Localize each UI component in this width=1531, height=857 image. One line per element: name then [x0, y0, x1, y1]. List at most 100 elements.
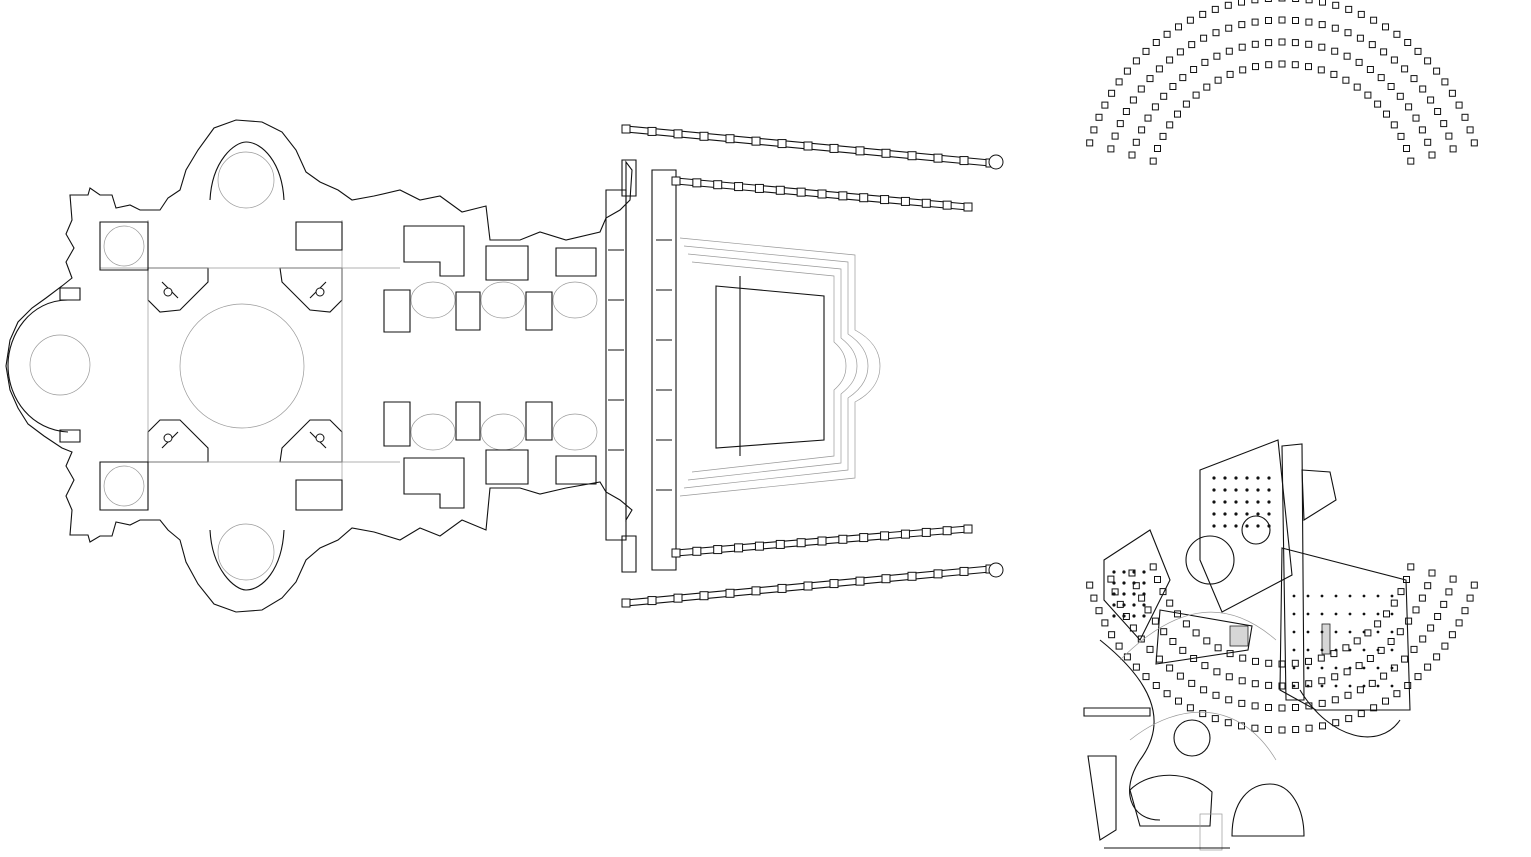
colonnade-column: [1224, 1, 1232, 9]
colonnade-pilaster: [775, 539, 785, 549]
colonnade-pilaster: [817, 536, 827, 546]
grid-column-dot: [1334, 666, 1338, 670]
colonnade-column: [1370, 704, 1378, 712]
colonnade-column: [1387, 83, 1395, 90]
colonnade-column: [1382, 23, 1389, 31]
colonnade-column: [1405, 617, 1413, 625]
piazza-steps-outline: [691, 261, 847, 473]
curving-path: [1299, 689, 1401, 738]
colonnade-column: [1155, 655, 1163, 663]
colonnade-pilaster: [692, 178, 702, 188]
colonnade-column: [1264, 726, 1272, 733]
colonnade-column: [1412, 606, 1420, 614]
colonnade-column: [1095, 113, 1103, 121]
colonnade-column: [1212, 691, 1220, 699]
aisle-dome: [410, 413, 456, 451]
colonnade-column: [1265, 39, 1273, 47]
grid-column-dot: [1234, 512, 1238, 516]
grid-column-dot: [1320, 630, 1324, 634]
rotunda: [1185, 535, 1235, 585]
colonnade-column: [1342, 644, 1350, 652]
colonnade-column: [1318, 43, 1326, 51]
colonnade-column: [1319, 722, 1326, 730]
colonnade-pilaster: [796, 538, 806, 548]
grid-column-dot: [1267, 488, 1271, 492]
colonnade-column: [1108, 631, 1116, 639]
grid-column-dot: [1132, 603, 1136, 607]
grid-column-dot: [1334, 648, 1338, 652]
colonnade-column: [1129, 624, 1137, 632]
grid-column-dot: [1112, 581, 1116, 585]
colonnade-column: [1291, 61, 1299, 69]
grid-column-dot: [1362, 666, 1366, 670]
colonnade-column: [1357, 10, 1365, 18]
facade-pilasters: [608, 239, 672, 491]
colonnade-column: [1366, 655, 1374, 662]
grid-column-dot: [1122, 614, 1126, 618]
colonnade-column: [1201, 58, 1209, 66]
grid-column-dot: [1212, 500, 1216, 504]
colonnade-column: [1383, 610, 1390, 618]
bottom-volume: [1231, 783, 1305, 837]
colonnade-column: [1292, 726, 1300, 733]
colonnade-column: [1278, 38, 1286, 46]
colonnade-pilaster: [838, 191, 848, 201]
colonnade-column: [1251, 18, 1259, 26]
colonnade-column: [1159, 132, 1167, 140]
colonnade-pilaster: [855, 146, 865, 156]
colonnade-column: [1152, 39, 1160, 46]
colonnade-column: [1427, 624, 1435, 632]
colonnade-pilaster: [817, 189, 827, 199]
colonnade-column: [1396, 92, 1404, 100]
colonnade-column: [1251, 40, 1259, 48]
colonnade-column: [1448, 89, 1456, 97]
colonnade-column: [1404, 682, 1412, 689]
grid-column-dot: [1362, 594, 1366, 598]
colonnade-column: [1318, 677, 1326, 685]
colonnade-column: [1403, 145, 1410, 152]
chapel-dome: [103, 465, 145, 507]
colonnade-column: [1461, 607, 1469, 615]
colonnade-column: [1142, 47, 1150, 55]
colonnade-column: [1278, 0, 1286, 2]
colonnade-column: [1225, 673, 1233, 681]
colonnade-column: [1364, 91, 1372, 99]
colonnade-column: [1305, 40, 1313, 48]
corner-chapel-walls: [99, 221, 343, 511]
colonnade-column: [1176, 672, 1184, 680]
colonnade-column: [1291, 659, 1299, 667]
colonnade-column: [1137, 85, 1145, 93]
grid-column-dot: [1267, 500, 1271, 504]
colonnade-pilaster: [671, 176, 681, 186]
grid-column-dot: [1234, 500, 1238, 504]
grid-column-dot: [1348, 684, 1352, 688]
grid-column-dot: [1112, 570, 1116, 574]
colonnade-column: [1225, 696, 1233, 704]
grid-column-dot: [1267, 476, 1271, 480]
colonnade-column: [1278, 16, 1286, 24]
colonnade-column: [1146, 645, 1154, 653]
grid-column-dot: [1376, 594, 1380, 598]
colonnade-column: [1440, 120, 1448, 128]
colonnade-column: [1192, 91, 1200, 99]
colonnade-column: [1251, 0, 1259, 4]
grid-column-dot: [1234, 524, 1238, 528]
colonnade-column: [1116, 120, 1124, 128]
colonnade-column: [1175, 23, 1182, 31]
colonnade-pilaster: [621, 598, 631, 608]
grid-column-dot: [1112, 592, 1116, 596]
colonnade-pilaster: [921, 198, 931, 208]
colonnade-pilaster: [673, 129, 683, 139]
grid-column-dot: [1223, 524, 1227, 528]
colonnade-pilaster: [751, 136, 761, 146]
grid-column-dot: [1390, 684, 1394, 688]
colonnade-column: [1151, 617, 1159, 625]
colonnade-pilaster: [673, 593, 683, 603]
colonnade-column: [1278, 704, 1286, 712]
colonnade-column: [1291, 681, 1299, 689]
side-chapels: [403, 225, 597, 509]
colonnade-pilaster: [754, 541, 764, 551]
stair-newel: [163, 287, 173, 297]
colonnade-column: [1370, 16, 1378, 24]
colonnade-column: [1160, 92, 1168, 100]
